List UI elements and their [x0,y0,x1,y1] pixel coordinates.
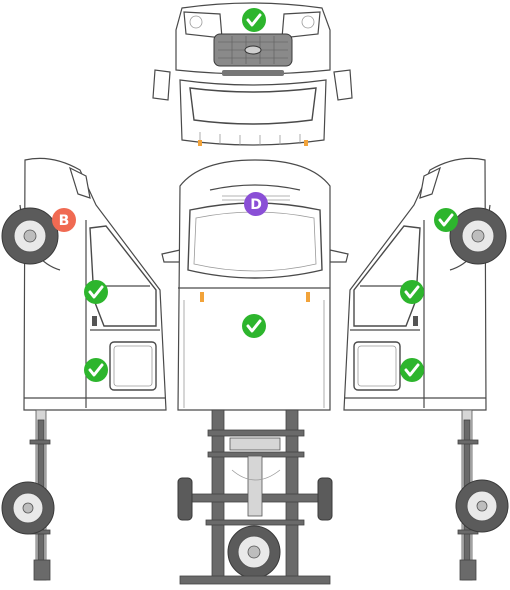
check-circle-icon[interactable] [400,358,424,382]
van-top-view[interactable] [161,159,349,411]
van-right-side[interactable] [343,157,509,581]
badge-d-label: D [250,197,262,213]
badge-b-label: B [59,213,70,229]
damage-badge-b[interactable]: B [52,208,76,232]
van-front-view[interactable] [152,2,353,146]
check-circle-icon[interactable] [242,314,266,338]
van-left-side[interactable] [1,157,167,581]
check-circle-icon[interactable] [434,208,458,232]
check-circle-icon[interactable] [400,280,424,304]
damage-badge-d[interactable]: D [244,192,268,216]
van-chassis-view[interactable] [177,409,333,585]
check-circle-icon[interactable] [84,280,108,304]
check-circle-icon[interactable] [242,8,266,32]
check-circle-icon[interactable] [84,358,108,382]
